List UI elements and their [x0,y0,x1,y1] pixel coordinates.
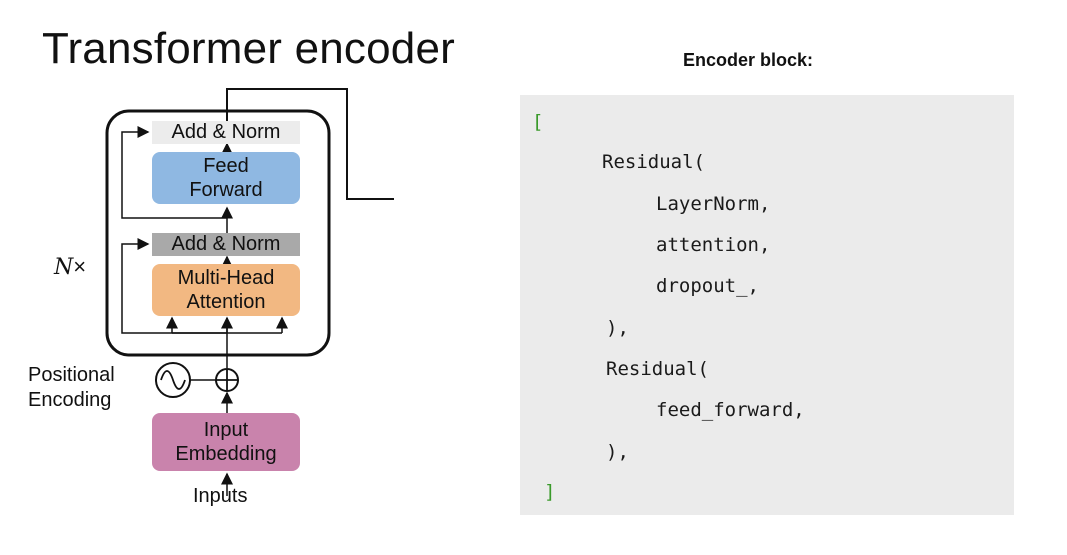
code-line: dropout_, [656,275,759,297]
multi-head-attention-box: Multi-Head Attention [152,264,300,316]
code-line: Residual( [602,151,705,173]
residual-feedforward [121,126,227,219]
feed-forward-line-2: Forward [189,179,263,201]
feed-forward-box: Feed Forward [152,152,300,204]
embedding-line-1: Input [203,419,249,441]
residual-attention [121,238,227,334]
add-norm-top: Add & Norm [152,121,300,144]
inputs-label: Inputs [193,485,248,507]
positional-encoding-icon [155,362,191,398]
code-line: LayerNorm, [656,193,771,215]
embedding-line-2: Embedding [175,443,277,465]
attention-line-1: Multi-Head [177,267,275,289]
feed-forward-line-1: Feed [203,155,249,177]
code-line: Residual( [606,358,709,380]
code-line: ), [606,317,629,339]
code-close-bracket: ] [544,481,556,503]
code-line: attention, [656,234,771,256]
code-line: feed_forward, [656,399,805,421]
add-norm-bottom: Add & Norm [152,233,300,256]
repeat-n-label: N× [54,254,87,280]
slide-title: Transformer encoder [42,24,455,73]
encoder-stack-frame [105,109,331,357]
input-embedding-box: Input Embedding [152,413,300,471]
attention-line-2: Attention [186,291,266,313]
code-line: ), [606,441,629,463]
code-open-bracket: [ [532,111,544,133]
output-connector [226,88,394,200]
code-panel: [ Residual( LayerNorm, attention, dropou… [520,95,1014,515]
add-circle-icon [215,368,239,392]
encoder-block-heading: Encoder block: [683,50,814,70]
